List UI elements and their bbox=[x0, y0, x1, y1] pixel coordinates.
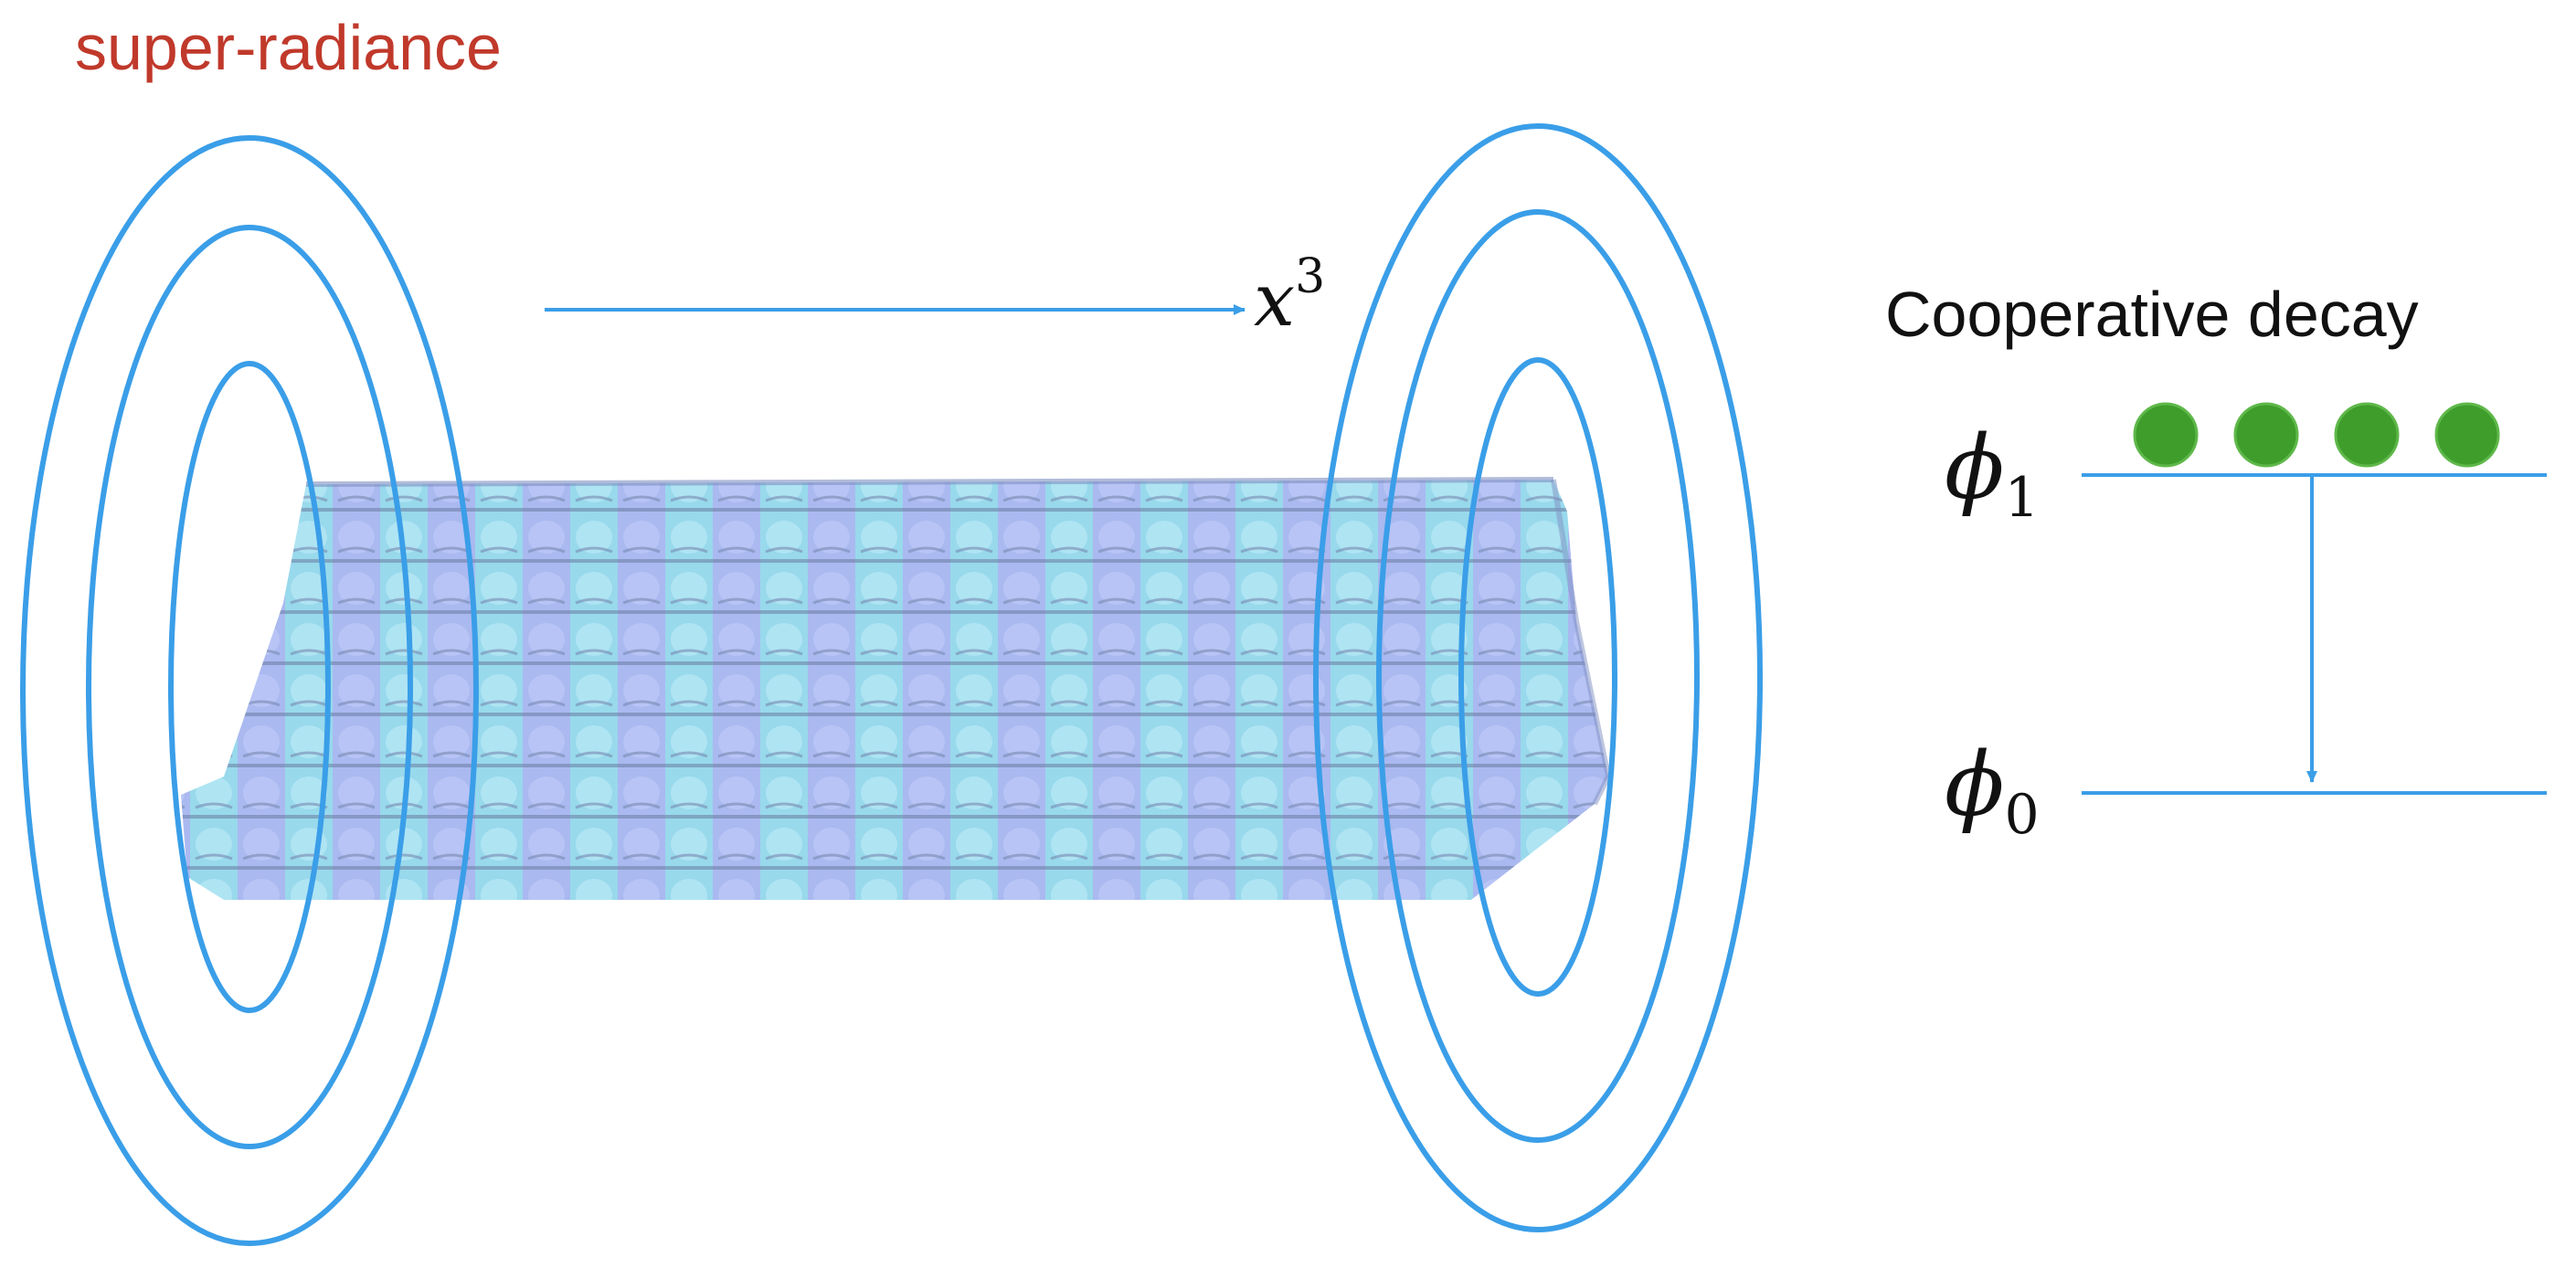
excitation-dot bbox=[2434, 402, 2500, 468]
filament-top-edge bbox=[305, 477, 1554, 487]
right-field-rings bbox=[1313, 123, 1763, 1232]
right-ring-middle bbox=[1376, 209, 1700, 1143]
left-field-rings bbox=[20, 135, 479, 1246]
left-ring-inner bbox=[168, 361, 331, 1013]
phi1-label: ϕ1 bbox=[1945, 417, 2040, 530]
cooperative-decay-label: Cooperative decay bbox=[1885, 279, 2419, 350]
left-ring-outer bbox=[20, 135, 479, 1246]
filament-body bbox=[181, 480, 1608, 900]
right-ring-outer bbox=[1313, 123, 1763, 1232]
phi1-level: ϕ1 bbox=[1945, 417, 2547, 530]
excitation-dot bbox=[2133, 402, 2199, 468]
excitation-dot bbox=[2334, 402, 2400, 468]
excited-particles bbox=[2133, 402, 2500, 468]
right-ring-inner bbox=[1458, 357, 1617, 997]
left-ring-middle bbox=[86, 225, 413, 1149]
filament-right-edge bbox=[1551, 479, 1612, 806]
excitation-dot bbox=[2233, 402, 2299, 468]
protein-filament bbox=[181, 477, 1612, 900]
x3-axis-label: x3 bbox=[1254, 249, 1325, 343]
super-radiance-title: super-radiance bbox=[75, 12, 502, 83]
phi0-level: ϕ0 bbox=[1945, 734, 2547, 847]
phi0-label: ϕ0 bbox=[1945, 734, 2040, 847]
